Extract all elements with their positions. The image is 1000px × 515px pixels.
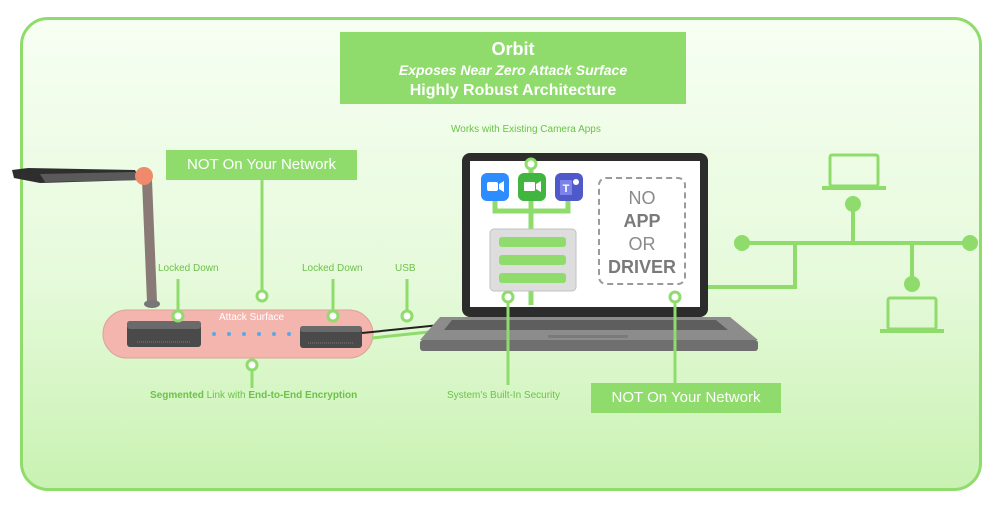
diagram-subtitle: Exposes Near Zero Attack Surface <box>398 62 628 78</box>
builtin-security-label: System's Built-In Security <box>447 390 561 401</box>
callout-anchor <box>326 309 340 323</box>
attack-surface-label: Attack Surface <box>219 312 285 323</box>
no-app-line-1: NO <box>628 188 656 208</box>
link-encryption-label: Segmented Link with End-to-End Encryptio… <box>150 390 357 401</box>
encryption-words: End-to-End Encryption <box>248 390 358 401</box>
camera-app-icon <box>518 173 546 201</box>
network-node <box>962 235 978 251</box>
callout-anchor <box>501 290 515 304</box>
callout-anchor <box>400 309 414 323</box>
network-node <box>904 276 920 292</box>
locked-down-label-left: Locked Down <box>158 263 219 274</box>
callout-anchor <box>255 289 269 303</box>
attack-surface-dots <box>212 332 291 336</box>
callout-anchor <box>171 309 185 323</box>
usb-cable <box>361 324 441 334</box>
no-app-line-2: APP <box>623 211 661 231</box>
usb-receiver-unit <box>300 326 362 348</box>
laptop-icon <box>880 296 944 333</box>
network-node <box>845 196 861 212</box>
document-camera-icon <box>12 167 160 308</box>
callout-anchor <box>668 290 682 304</box>
no-app-line-3: OR <box>628 234 656 254</box>
header-box: Orbit Exposes Near Zero Attack Surface H… <box>340 32 686 104</box>
camera-base-unit <box>127 321 201 347</box>
laptop-device <box>420 153 758 351</box>
segmented-word: Segmented <box>150 390 204 401</box>
locked-down-label-right: Locked Down <box>302 263 363 274</box>
teams-app-icon: T <box>555 173 583 201</box>
label-anchor <box>524 157 538 171</box>
svg-text:T: T <box>563 183 570 195</box>
zoom-app-icon <box>481 173 509 201</box>
works-with-apps-label: Works with Existing Camera Apps <box>451 124 601 135</box>
diagram-title: Orbit <box>491 39 535 59</box>
not-on-network-tag-top: NOT On Your Network <box>166 150 357 180</box>
callout-anchor <box>245 358 259 372</box>
usb-label: USB <box>395 263 416 274</box>
not-on-network-tag-bottom: NOT On Your Network <box>591 383 781 413</box>
builtin-security-stack <box>489 228 577 292</box>
diagram-tagline: Highly Robust Architecture <box>409 82 617 99</box>
laptop-icon <box>822 153 886 190</box>
link-middle-text: Link with <box>203 390 249 401</box>
network-node <box>734 235 750 251</box>
no-app-line-4: DRIVER <box>607 257 676 277</box>
no-app-or-driver-box: NO APP OR DRIVER <box>598 177 686 285</box>
